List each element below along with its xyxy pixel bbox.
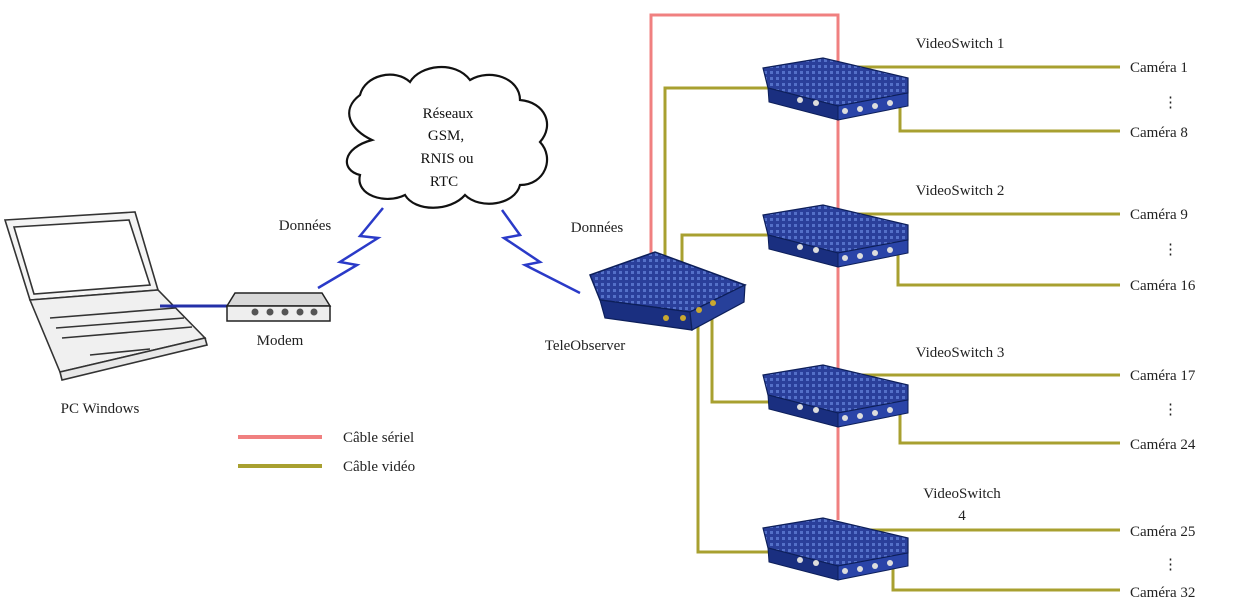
- ellipsis: ⋮: [1163, 95, 1178, 111]
- videoswitch-4-label-line1: VideoSwitch: [923, 486, 1001, 502]
- videoswitch-4-icon: [762, 517, 909, 581]
- network-cloud: Réseaux GSM, RNIS ou RTC: [345, 65, 549, 209]
- video-cables: [663, 65, 1120, 592]
- camera-label: Caméra 9: [1130, 207, 1188, 223]
- videoswitch-4-label-line2: 4: [958, 508, 966, 524]
- data-label-left: Données: [279, 218, 332, 234]
- legend-video-label: Câble vidéo: [343, 459, 415, 475]
- camera-label: Caméra 25: [1130, 524, 1195, 540]
- videoswitch-2-icon: [762, 204, 909, 268]
- lightning-right-icon: [500, 209, 581, 295]
- camera-label: Caméra 16: [1130, 278, 1196, 294]
- videoswitch-1-label: VideoSwitch 1: [916, 36, 1005, 52]
- legend: Câble sériel Câble vidéo: [238, 430, 415, 475]
- videoswitch-2-label: VideoSwitch 2: [916, 183, 1005, 199]
- cloud-line-3: RNIS ou: [421, 151, 474, 167]
- data-label-right: Données: [571, 220, 624, 236]
- laptop-icon: [3, 211, 208, 381]
- videoswitch-3-label: VideoSwitch 3: [916, 345, 1005, 361]
- ellipsis: ⋮: [1163, 402, 1178, 418]
- legend-serial-label: Câble sériel: [343, 430, 414, 446]
- videoswitch-3-icon: [762, 364, 909, 428]
- cloud-line-1: Réseaux: [423, 106, 474, 122]
- videoswitch-1-icon: [762, 57, 909, 121]
- cloud-line-2: GSM,: [428, 128, 464, 144]
- camera-label: Caméra 17: [1130, 368, 1196, 384]
- modem-label: Modem: [257, 333, 304, 349]
- teleobserver-device-icon: [589, 251, 747, 331]
- camera-label: Caméra 24: [1130, 437, 1196, 453]
- ellipsis: ⋮: [1163, 242, 1178, 258]
- modem-icon: [225, 292, 332, 322]
- cloud-line-4: RTC: [430, 174, 458, 190]
- camera-label: Caméra 1: [1130, 60, 1188, 76]
- ellipsis: ⋮: [1163, 557, 1178, 573]
- lightning-left-icon: [317, 207, 384, 290]
- pc-label: PC Windows: [61, 401, 140, 417]
- teleobserver-label: TeleObserver: [545, 338, 626, 354]
- camera-label: Caméra 8: [1130, 125, 1188, 141]
- camera-label: Caméra 32: [1130, 585, 1195, 601]
